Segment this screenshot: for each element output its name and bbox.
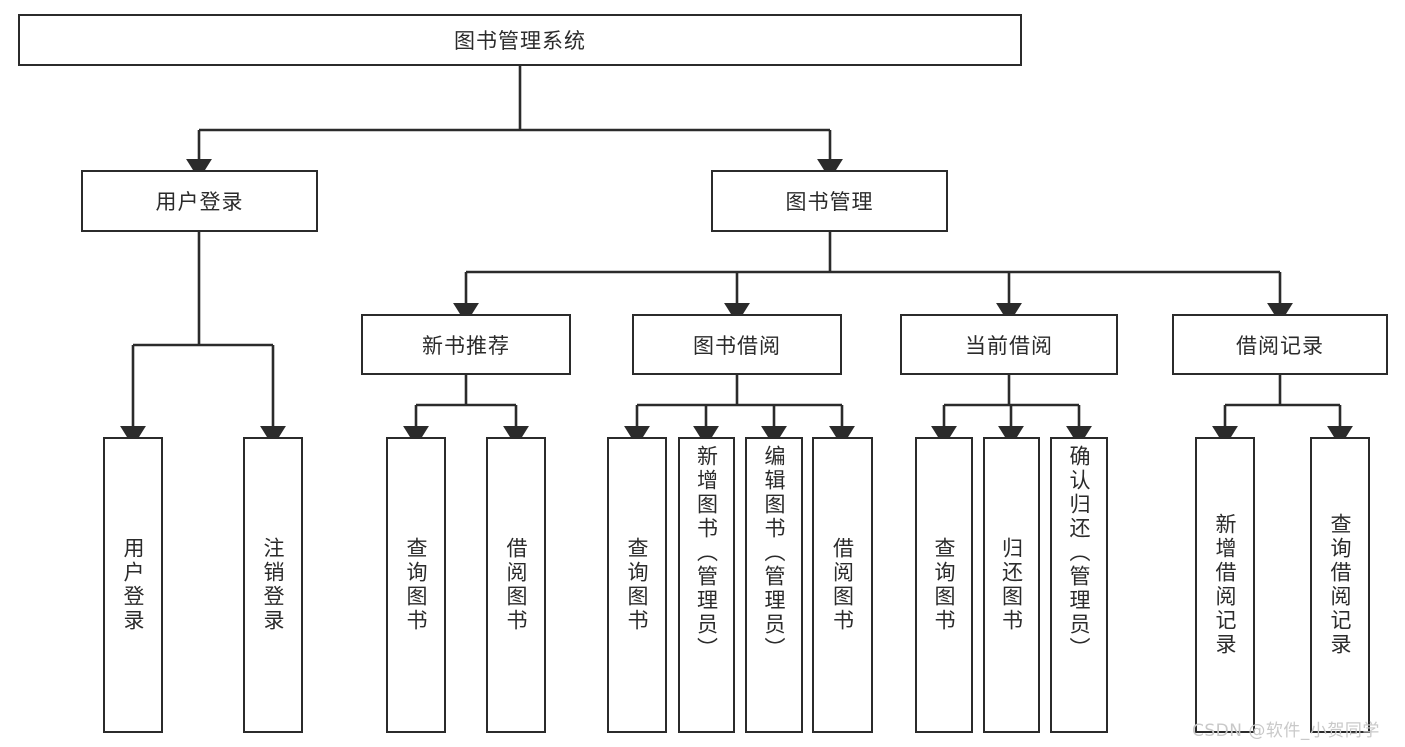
leaf-query-book-recommend[interactable]: 查询图书	[386, 437, 446, 733]
leaf-borrow-book[interactable]: 借阅图书	[812, 437, 873, 733]
leaf-add-book-admin[interactable]: 新增图书（管理员）	[678, 437, 735, 733]
leaf-logout-login[interactable]: 注销登录	[243, 437, 303, 733]
leaf-edit-book-admin[interactable]: 编辑图书（管理员）	[745, 437, 803, 733]
node-new-book-recommend[interactable]: 新书推荐	[361, 314, 571, 375]
leaf-confirm-return-admin[interactable]: 确认归还（管理员）	[1050, 437, 1108, 733]
node-book-borrow[interactable]: 图书借阅	[632, 314, 842, 375]
leaf-return-book[interactable]: 归还图书	[983, 437, 1040, 733]
leaf-query-borrow-record[interactable]: 查询借阅记录	[1310, 437, 1370, 733]
leaf-borrow-book-recommend[interactable]: 借阅图书	[486, 437, 546, 733]
node-root[interactable]: 图书管理系统	[18, 14, 1022, 66]
leaf-user-login[interactable]: 用户登录	[103, 437, 163, 733]
leaf-query-book-current[interactable]: 查询图书	[915, 437, 973, 733]
node-book-management[interactable]: 图书管理	[711, 170, 948, 232]
node-user-login[interactable]: 用户登录	[81, 170, 318, 232]
node-borrow-record[interactable]: 借阅记录	[1172, 314, 1388, 375]
watermark-text: CSDN @软件_小贺同学	[1192, 721, 1380, 741]
node-current-borrow[interactable]: 当前借阅	[900, 314, 1118, 375]
leaf-add-borrow-record[interactable]: 新增借阅记录	[1195, 437, 1255, 733]
leaf-query-book-borrow[interactable]: 查询图书	[607, 437, 667, 733]
